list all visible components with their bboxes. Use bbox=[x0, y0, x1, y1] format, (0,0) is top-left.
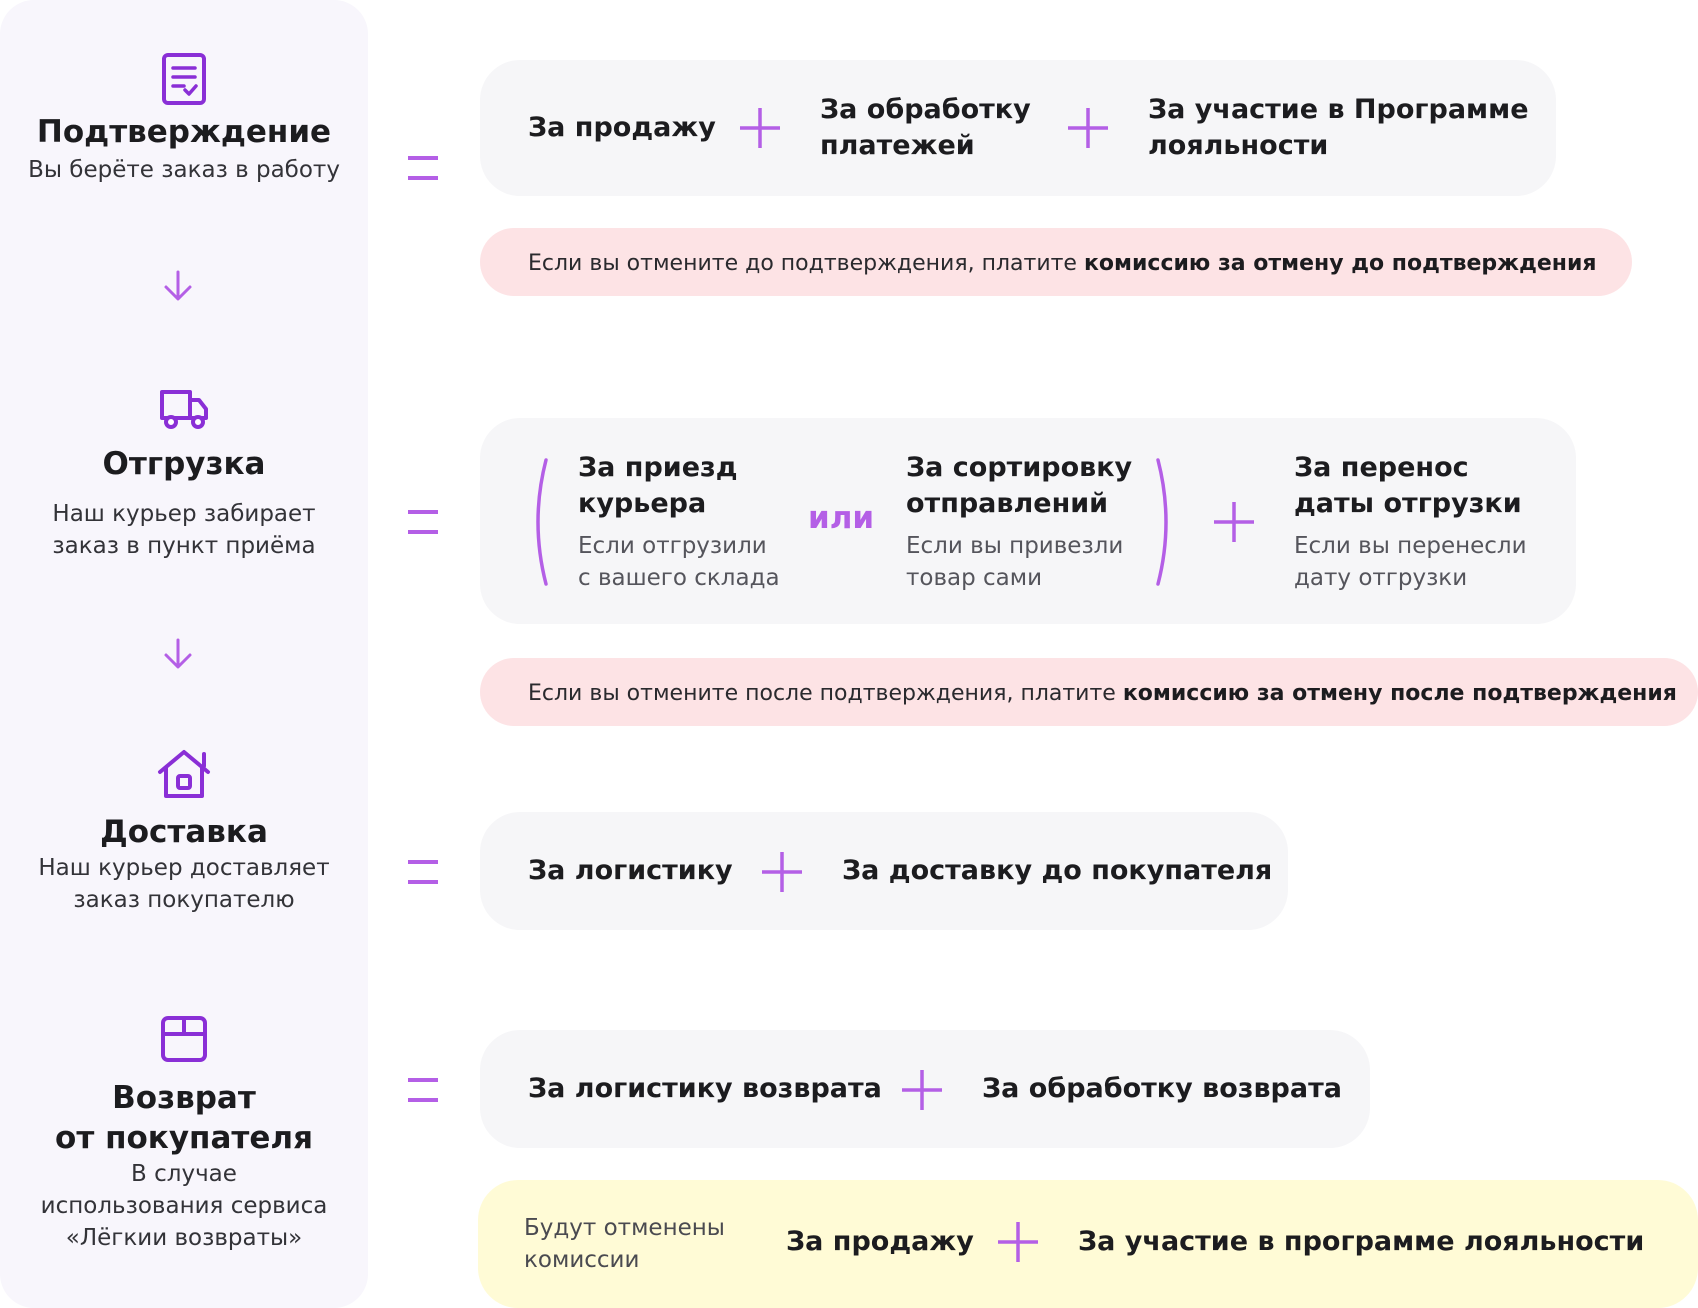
option-sorting-title: За сортировку отправлений bbox=[906, 452, 1133, 519]
note-bold: комиссию за отмену до подтверждения bbox=[1083, 251, 1597, 276]
stages-sidebar bbox=[0, 0, 368, 1308]
stage-desc: Наш курьер доставляет заказ покупателю bbox=[38, 855, 330, 913]
cancel-before-note-text: Если вы отмените до подтверждения, плати… bbox=[528, 248, 1597, 280]
stage-desc: В случае использования сервиса «Лёгкии в… bbox=[40, 1161, 328, 1251]
fee-sale: За продажу bbox=[528, 112, 716, 143]
note-text: Если вы отмените до подтверждения, плати… bbox=[528, 251, 1077, 276]
stage-title: Возврат от покупателя bbox=[55, 1080, 313, 1156]
stage-return: Возврат от покупателя В случае использов… bbox=[0, 1014, 368, 1254]
plus-icon bbox=[902, 1070, 942, 1110]
close-paren-icon bbox=[1156, 458, 1168, 586]
or-label: или bbox=[808, 500, 875, 536]
canceled-fee-sale: За продажу bbox=[786, 1226, 974, 1257]
stage-desc: Вы берёте заказ в работу bbox=[28, 157, 340, 183]
option-sorting-desc: Если вы привезли товар сами bbox=[906, 533, 1124, 591]
fee-return-processing: За обработку возврата bbox=[982, 1073, 1342, 1104]
cancel-after-confirmation-note bbox=[480, 658, 1698, 726]
fee-payment-processing: За обработку платежей bbox=[820, 94, 1031, 161]
shipment-formula bbox=[480, 418, 1576, 624]
fee-return-logistics: За логистику возврата bbox=[528, 1073, 882, 1104]
stage-title: Отгрузка bbox=[102, 446, 266, 482]
equals-icon bbox=[408, 1078, 438, 1102]
stage-shipment: Отгрузка Наш курьер забирает заказ в пун… bbox=[0, 386, 368, 562]
house-icon bbox=[158, 750, 210, 798]
fee-loyalty-program: За участие в Программе лояльности bbox=[1148, 94, 1529, 161]
canceled-fees-label: Будут отменены комиссии bbox=[524, 1215, 725, 1273]
note-text: Если вы отмените после подтверждения, пл… bbox=[528, 681, 1116, 706]
equals-icon bbox=[408, 860, 438, 884]
arrow-down-icon bbox=[164, 638, 192, 669]
canceled-fee-loyalty: За участие в программе лояльности bbox=[1078, 1226, 1645, 1257]
plus-icon bbox=[762, 852, 802, 892]
plus-icon bbox=[1214, 502, 1254, 542]
truck-icon bbox=[160, 390, 208, 429]
canceled-fees-box bbox=[478, 1180, 1698, 1308]
fee-reschedule-title: За перенос даты отгрузки bbox=[1294, 452, 1522, 519]
option-courier-title: За приезд курьера bbox=[578, 452, 738, 519]
fee-logistics: За логистику bbox=[528, 855, 733, 886]
note-bold: комиссию за отмену после подтверждения bbox=[1122, 681, 1677, 706]
fee-delivery-to-buyer: За доставку до покупателя bbox=[842, 855, 1273, 886]
plus-icon bbox=[998, 1222, 1038, 1262]
equals-icon bbox=[408, 156, 438, 180]
box-icon bbox=[161, 1016, 207, 1062]
plus-icon bbox=[740, 108, 780, 148]
stage-delivery: Доставка Наш курьер доставляет заказ пок… bbox=[0, 748, 368, 916]
cancel-after-note-text: Если вы отмените после подтверждения, пл… bbox=[528, 678, 1677, 710]
arrow-down-icon bbox=[164, 270, 192, 301]
option-courier-desc: Если отгрузили с вашего склада bbox=[578, 533, 780, 591]
stage-title: Доставка bbox=[100, 814, 268, 850]
cancel-before-confirmation-note bbox=[480, 228, 1632, 296]
plus-icon bbox=[1068, 108, 1108, 148]
fee-reschedule-desc: Если вы перенесли дату отгрузки bbox=[1294, 533, 1527, 591]
stage-confirmation: Подтверждение Вы берёте заказ в работу bbox=[0, 52, 368, 186]
open-paren-icon bbox=[536, 458, 548, 586]
confirmation-formula bbox=[480, 60, 1556, 196]
delivery-formula bbox=[480, 812, 1288, 930]
equals-icon bbox=[408, 510, 438, 534]
stage-desc: Наш курьер забирает заказ в пункт приёма bbox=[52, 501, 316, 559]
document-check-icon bbox=[162, 53, 206, 105]
stage-title: Подтверждение bbox=[36, 114, 332, 150]
